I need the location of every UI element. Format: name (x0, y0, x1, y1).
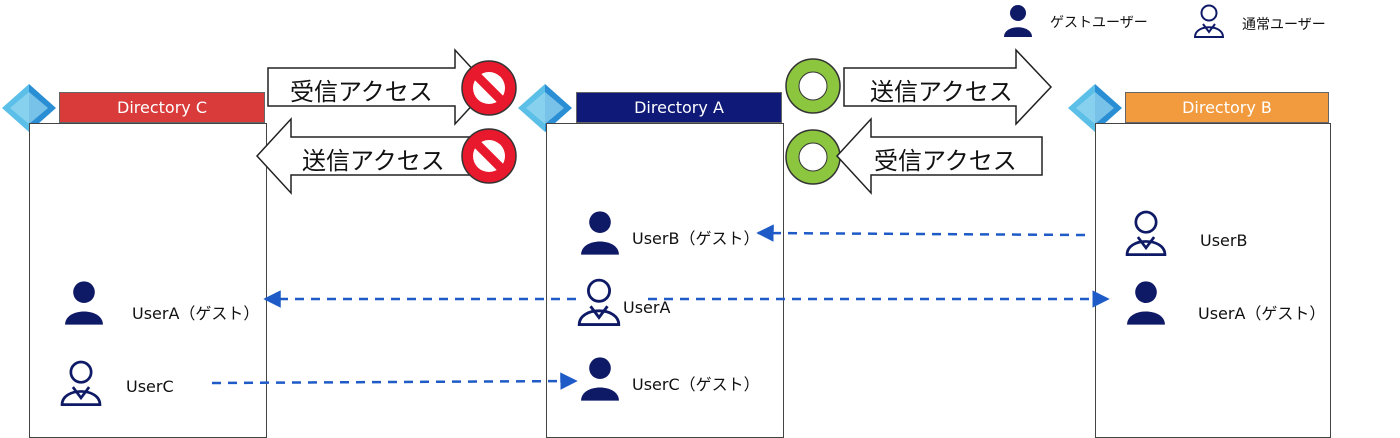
b-inbound-arrow (835, 117, 1043, 195)
c-outbound-label: 送信アクセス (302, 147, 445, 175)
c-usera-label: UserA（ゲスト） (132, 304, 260, 323)
a-userc-label: UserC（ゲスト） (632, 375, 760, 394)
allowed-circle-icon (785, 129, 841, 185)
directory-a-header: Directory A (576, 92, 782, 123)
azure-ad-pyramid-icon (2, 84, 56, 132)
directory-c-title: Directory C (117, 98, 207, 117)
b-outbound-label: 送信アクセス (870, 78, 1013, 106)
c-inbound-label: 受信アクセス (290, 78, 433, 106)
prohibited-icon (461, 128, 517, 184)
directory-b-box (1095, 123, 1331, 438)
prohibited-icon (461, 60, 517, 116)
normal-user-icon (1125, 210, 1167, 256)
link-b-userb-to-a (756, 224, 1086, 242)
a-userb-label: UserB（ゲスト） (632, 229, 760, 248)
b-outbound-arrow (843, 48, 1053, 126)
azure-ad-pyramid-icon (518, 84, 572, 132)
link-c-userc-to-a (211, 372, 578, 390)
directory-a-box (546, 123, 784, 438)
directory-b-header: Directory B (1125, 92, 1329, 123)
azure-ad-pyramid-icon (1068, 84, 1122, 132)
b-inbound-label: 受信アクセス (874, 147, 1017, 175)
legend-normal-label: 通常ユーザー (1242, 17, 1326, 33)
normal-user-legend-icon (1193, 4, 1225, 38)
b-usera-label: UserA（ゲスト） (1198, 304, 1326, 323)
c-outbound-arrow (255, 117, 479, 195)
directory-b-title: Directory B (1182, 98, 1272, 117)
c-userc-label: UserC (126, 377, 174, 396)
b-userb-label: UserB (1200, 231, 1248, 250)
directory-a-title: Directory A (634, 98, 724, 117)
allowed-circle-icon (785, 58, 841, 114)
directory-c-header: Directory C (59, 92, 265, 123)
guest-user-icon (581, 211, 619, 255)
guest-user-icon (1127, 281, 1165, 325)
directory-c-box (29, 123, 267, 438)
guest-user-icon (65, 281, 103, 325)
normal-user-icon (577, 278, 621, 326)
normal-user-icon (60, 360, 102, 406)
legend-guest-label: ゲストユーザー (1050, 15, 1148, 31)
guest-user-legend-icon (1004, 5, 1032, 37)
a-usera-label: UserA (623, 298, 671, 317)
guest-user-icon (581, 357, 619, 401)
